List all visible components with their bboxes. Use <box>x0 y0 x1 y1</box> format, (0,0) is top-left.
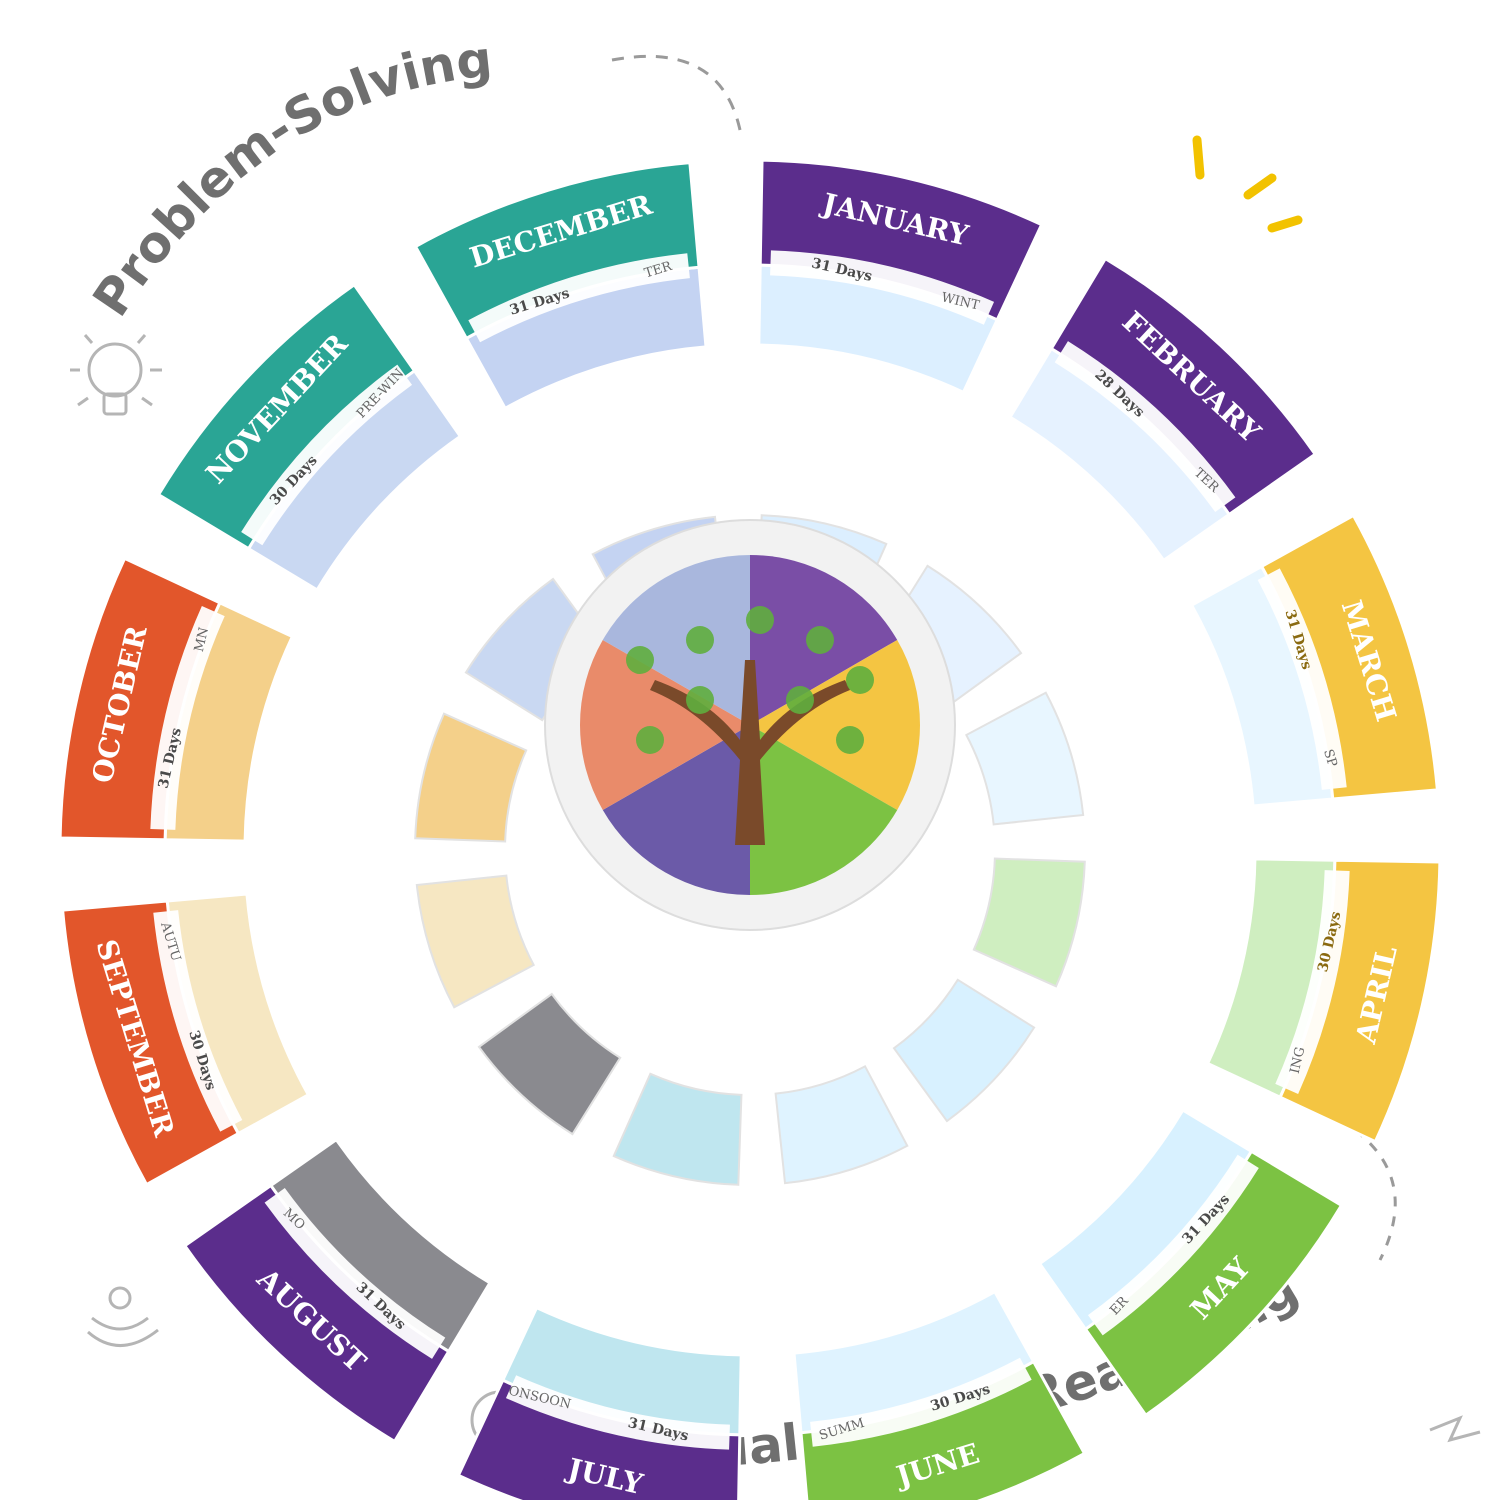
scene-piece-april <box>972 857 1086 988</box>
scene-piece-october <box>414 712 528 843</box>
wheel-quadrant-autumn <box>580 640 750 810</box>
wheel-quadrant-monsoon <box>602 725 750 896</box>
signal-icon <box>87 1286 159 1347</box>
info-strip <box>505 1375 730 1450</box>
dashed-arrow-bottom <box>1354 1128 1397 1261</box>
heading-problem-solving: Problem-Solving <box>82 30 495 326</box>
info-strip <box>264 1187 446 1359</box>
scene-piece-june <box>774 1064 909 1185</box>
center-wheel <box>544 519 956 931</box>
month-season: SP <box>1320 748 1340 770</box>
scene-piece-august <box>477 992 622 1136</box>
wheel-quadrant-pre-winter <box>602 555 750 725</box>
info-strip <box>468 253 690 343</box>
scene-piece-may <box>892 978 1036 1123</box>
info-strip <box>770 250 995 325</box>
lightbulb-icon <box>70 334 162 416</box>
month-season: ING <box>1288 1046 1309 1076</box>
zigzag-icon <box>1429 1415 1481 1443</box>
info-strip <box>1257 568 1347 790</box>
info-strip <box>810 1357 1032 1447</box>
month-season: MN <box>192 626 212 653</box>
info-strip <box>1054 341 1236 513</box>
info-strip <box>1275 870 1350 1095</box>
scene-piece-september <box>415 874 536 1009</box>
scene-piece-july <box>612 1072 743 1186</box>
sparkle-icon <box>1192 135 1303 233</box>
info-strip <box>241 364 413 546</box>
tree-illustration <box>626 606 874 845</box>
wheel-quadrant-spring <box>750 640 921 810</box>
wheel-quadrant-summer <box>750 725 898 895</box>
info-strip <box>1087 1154 1259 1336</box>
scene-piece-march <box>964 691 1085 826</box>
info-strip <box>150 605 225 830</box>
dashed-arrow-top <box>611 54 742 131</box>
info-strip <box>153 910 243 1132</box>
